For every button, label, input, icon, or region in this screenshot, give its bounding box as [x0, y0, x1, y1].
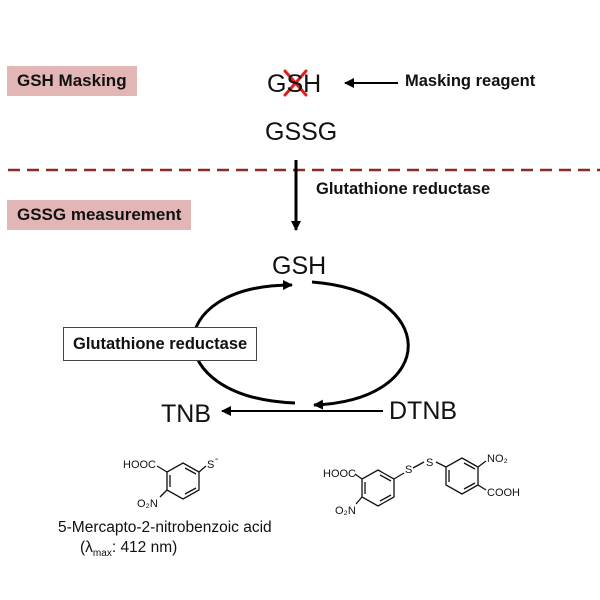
tnb-compound-name: 5-Mercapto-2-nitrobenzoic acid	[58, 519, 272, 536]
gsh-masking-tag: GSH Masking	[7, 66, 137, 96]
masking-reagent-label: Masking reagent	[405, 72, 536, 90]
lambda-value: : 412 nm)	[111, 539, 178, 556]
gsh-label: GSH	[272, 252, 327, 280]
cross-mark-icon	[283, 69, 308, 97]
dtnb-structure	[354, 457, 487, 507]
dtnb-no2: NO₂	[487, 453, 508, 465]
tnb-charge: -	[215, 454, 219, 465]
dtnb-nitro: O₂N	[335, 505, 356, 517]
gsh-masked-label: GSH	[267, 70, 322, 98]
gssg-measurement-tag: GSSG measurement	[7, 200, 192, 230]
glutathione-reductase-box: Glutathione reductase	[63, 327, 258, 361]
dtnb-label: DTNB	[389, 397, 458, 425]
tnb-label: TNB	[161, 400, 211, 428]
dtnb-s2: S	[426, 457, 434, 469]
lambda-sub: max	[92, 548, 112, 560]
tnb-thiolate: S	[207, 459, 215, 471]
dtnb-cooh: COOH	[487, 487, 520, 499]
cycle-right-arc	[311, 280, 410, 410]
dtnb-s1: S	[405, 464, 413, 476]
tnb-benzene-ring	[156, 462, 207, 500]
dtnb-hooc: HOOC	[323, 468, 356, 480]
glutathione-reductase-top-label: Glutathione reductase	[316, 180, 491, 198]
tnb-nitro: O₂N	[137, 498, 158, 510]
tnb-lambda-max: (λmax: 412 nm)	[80, 539, 177, 563]
lambda-prefix: (λ	[80, 539, 93, 556]
tnb-hooc: HOOC	[123, 459, 156, 471]
gssg-label: GSSG	[265, 118, 338, 146]
